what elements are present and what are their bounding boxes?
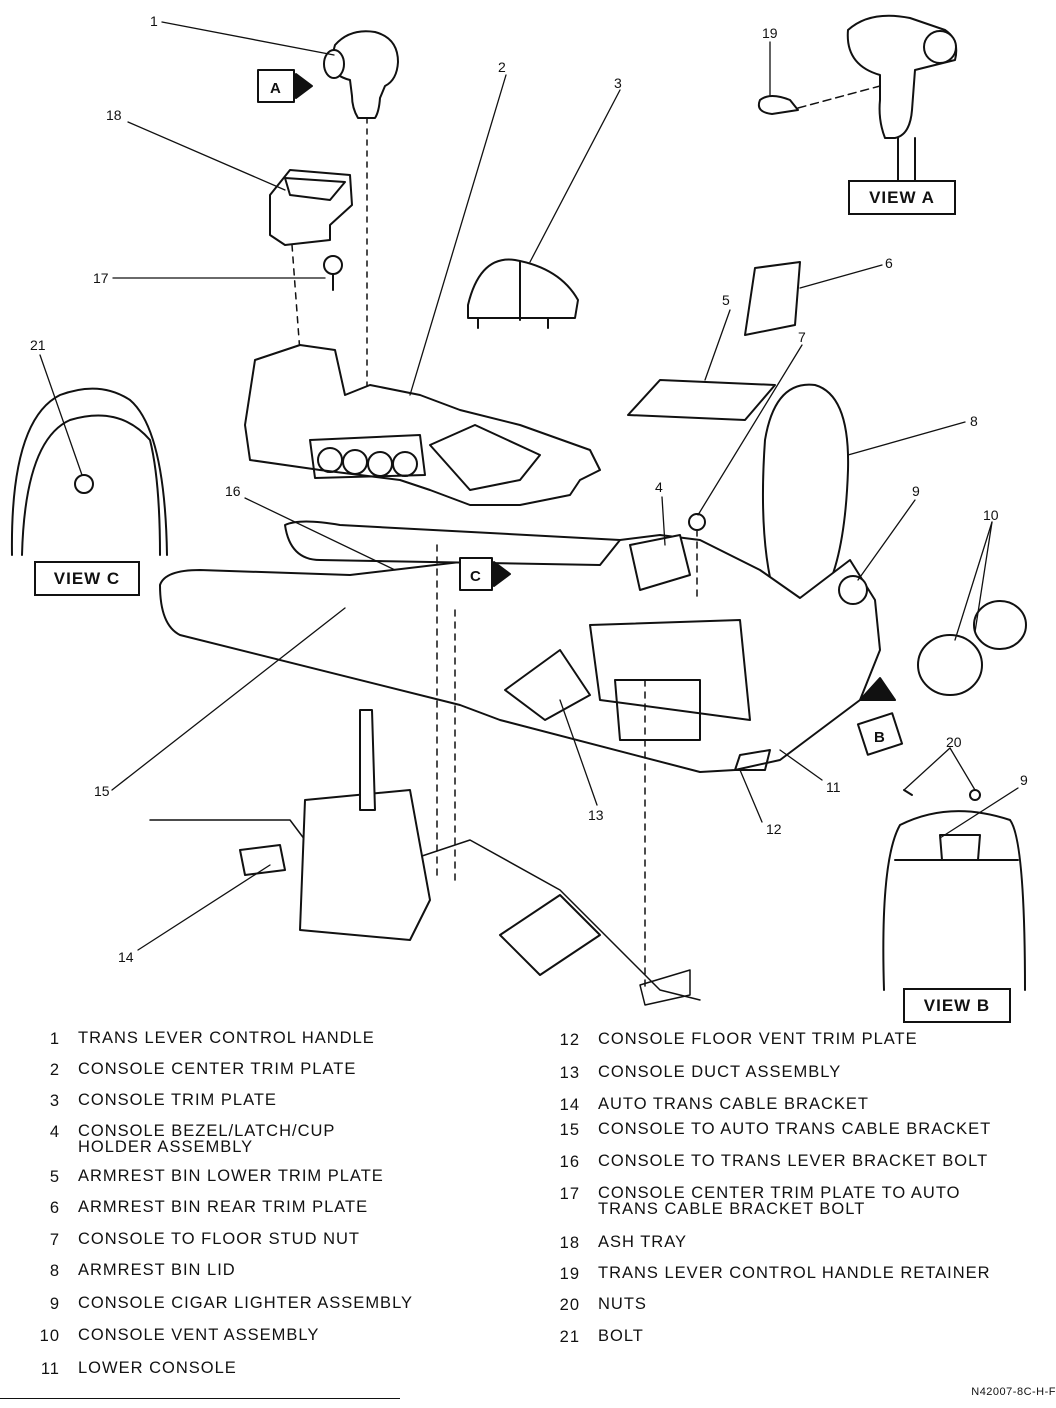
callout-17: 17	[93, 270, 109, 286]
callout-11: 11	[826, 779, 841, 795]
callout-5: 5	[722, 292, 730, 308]
callout-21: 21	[30, 337, 46, 353]
callout-12: 12	[766, 821, 782, 837]
arrow-b-label: B	[874, 729, 885, 746]
armrest-bin-rear-trim-plate	[744, 261, 801, 336]
console-vent-assembly	[917, 600, 1027, 696]
arrow-b	[856, 677, 904, 756]
stud-nut-7	[688, 513, 706, 531]
cup-holder-assembly	[629, 534, 691, 591]
callout-9-view-b: 9	[1020, 772, 1028, 788]
view-b-detail	[882, 789, 1026, 991]
arrow-a-label: A	[270, 80, 281, 97]
console-center-trim-plate	[244, 344, 601, 506]
callout-10: 10	[983, 507, 999, 523]
bottom-rule	[0, 1398, 400, 1399]
callout-18: 18	[106, 107, 122, 123]
callout-19: 19	[762, 25, 778, 41]
figure-id: N42007-8C-H-F	[971, 1386, 1056, 1398]
view-a-detail	[757, 14, 958, 181]
callout-13: 13	[588, 807, 604, 823]
callout-3: 3	[614, 75, 622, 91]
trans-lever-bracket-16	[284, 520, 621, 566]
callout-9: 9	[912, 483, 920, 499]
lower-console	[159, 534, 881, 773]
ash-tray	[269, 169, 353, 246]
leader-lines	[39, 21, 1019, 951]
arrow-c	[459, 557, 511, 591]
callout-4: 4	[655, 479, 663, 495]
callout-16: 16	[225, 483, 241, 499]
arrow-a	[257, 69, 313, 103]
callout-1: 1	[150, 13, 158, 29]
callout-8: 8	[970, 413, 978, 429]
callout-labels: 1 2 3 4 5 6 7 8 9 10 11 12 13 14 15 16 1…	[30, 13, 1028, 965]
callout-14: 14	[118, 949, 134, 965]
exploded-console-diagram: 1 2 3 4 5 6 7 8 9 10 11 12 13 14 15 16 1…	[10, 13, 1028, 1006]
view-b-label: VIEW B	[903, 988, 1011, 1023]
armrest-bin-lower-trim-plate	[627, 379, 776, 421]
console-trim-plate	[467, 258, 579, 329]
view-a-label: VIEW A	[848, 180, 956, 215]
cigar-lighter	[838, 575, 868, 605]
floor-structure	[149, 709, 701, 1001]
arrow-c-label: C	[470, 568, 481, 585]
bolt-17	[323, 255, 343, 291]
callout-20: 20	[946, 734, 962, 750]
callout-2: 2	[498, 59, 506, 75]
callout-6: 6	[885, 255, 893, 271]
callout-15: 15	[94, 783, 110, 799]
callout-7: 7	[798, 329, 806, 345]
armrest-bin-lid	[761, 383, 850, 599]
trans-lever-control-handle	[323, 30, 399, 431]
view-c-label: VIEW C	[34, 561, 140, 596]
view-c-detail	[10, 387, 168, 556]
